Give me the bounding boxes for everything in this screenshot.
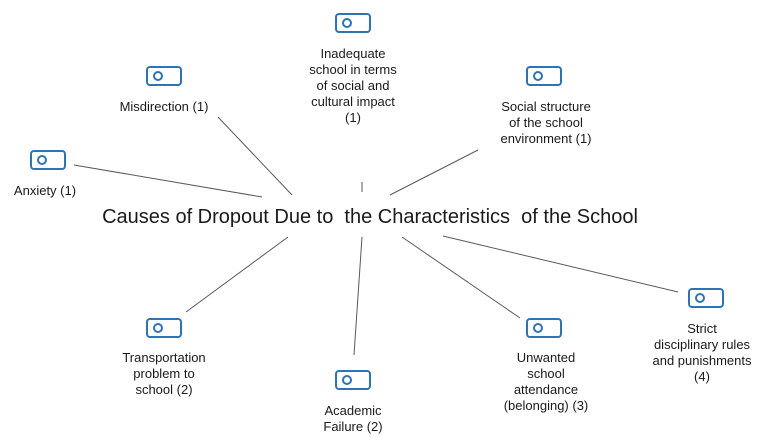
code-node-icon	[526, 66, 562, 86]
node-label-line: of social and	[316, 78, 390, 93]
node-label-line: Strict	[687, 321, 717, 336]
connector-line-anxiety	[73, 164, 263, 198]
node-label-line: attendance	[513, 382, 579, 397]
code-node-icon	[526, 318, 562, 338]
node-label-line: disciplinary rules	[653, 337, 751, 352]
node-label-line: Anxiety (1)	[13, 183, 77, 198]
node-label-line: (1)	[345, 110, 361, 125]
code-node-icon	[30, 150, 66, 170]
node-label-line: Unwanted	[516, 350, 576, 365]
connector-line-unwanted-attendance	[401, 236, 521, 319]
node-label-line: Social structure	[501, 99, 591, 114]
node-label-line: Inadequate	[320, 46, 386, 61]
node-label-line: school (2)	[135, 382, 193, 397]
connector-line-misdirection	[217, 116, 293, 196]
node-label-line: Transportation	[122, 350, 206, 365]
connector-lines	[73, 116, 679, 356]
node-label-line: (4)	[694, 369, 710, 384]
node-label-line: school	[527, 366, 565, 381]
node-label-line: Failure (2)	[323, 419, 383, 434]
node-label-misdirection: Misdirection (1)	[104, 99, 224, 115]
node-label-anxiety: Anxiety (1)	[5, 183, 85, 199]
connector-line-strict-rules	[442, 235, 679, 293]
central-topic: Causes of Dropout Due to the Characteris…	[102, 206, 638, 228]
code-node-icon	[335, 370, 371, 390]
node-label-line: and punishments	[652, 353, 752, 368]
node-label-line: Misdirection (1)	[119, 99, 209, 114]
node-label-line: cultural impact	[311, 94, 395, 109]
code-node-icon	[688, 288, 724, 308]
node-label-line: (belonging) (3)	[503, 398, 589, 413]
code-node-icon	[146, 66, 182, 86]
connector-line-transportation	[185, 236, 289, 313]
connector-line-social-structure	[389, 149, 479, 196]
code-node-icon	[335, 13, 371, 33]
node-label-line: Academic	[324, 403, 382, 418]
node-label-line: environment (1)	[500, 131, 592, 146]
code-node-icon	[146, 318, 182, 338]
node-label-line: of the school	[509, 115, 583, 130]
node-label-line: school in terms	[309, 62, 397, 77]
node-label-line: problem to	[133, 366, 195, 381]
connector-line-academic-failure	[353, 236, 363, 356]
